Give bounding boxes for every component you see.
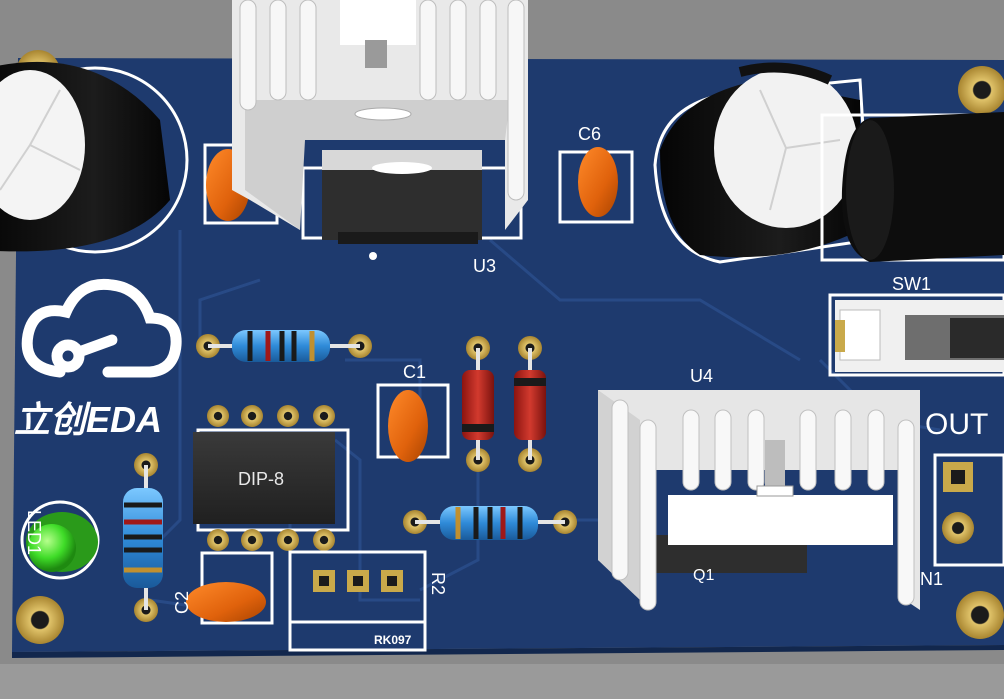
diode-1 <box>462 336 494 472</box>
label-r2: R2 <box>428 572 448 595</box>
diode-2 <box>514 336 546 472</box>
resistor-vertical <box>123 453 163 622</box>
label-q1: Q1 <box>693 567 714 584</box>
cloud-logo-icon <box>21 278 182 378</box>
pcb-edge <box>12 645 1004 658</box>
led1 <box>20 500 100 580</box>
mounting-holes <box>16 50 1004 644</box>
rk097-label: RK097 <box>374 633 412 647</box>
label-n1: N1 <box>920 569 943 589</box>
dip8-label: DIP-8 <box>238 469 284 489</box>
label-c1: C1 <box>403 362 426 382</box>
power-jack <box>820 112 1004 262</box>
dip8-ic: DIP-8 <box>193 405 350 551</box>
voltage-regulator-u3 <box>232 0 528 260</box>
slide-switch-sw1 <box>828 293 1004 377</box>
label-out: OUT <box>925 408 988 441</box>
ceramic-capacitor-c6 <box>558 147 634 224</box>
label-sw1: SW1 <box>892 274 931 294</box>
output-terminal <box>933 453 1004 567</box>
label-u3: U3 <box>473 256 496 276</box>
label-c2: C2 <box>172 591 192 614</box>
label-u4: U4 <box>690 366 713 386</box>
electrolytic-capacitor-left <box>0 61 189 254</box>
voltage-regulator-u4 <box>598 390 920 611</box>
resistor-bottom <box>403 506 577 540</box>
label-c6: C6 <box>578 124 601 144</box>
label-led1: LED1 <box>24 510 44 555</box>
background-bottom-band <box>0 664 1004 699</box>
resistor-top <box>196 330 372 362</box>
ceramic-capacitor-c1 <box>376 383 450 462</box>
potentiometer-r2: RK097 <box>288 550 427 652</box>
logo-text: 立创EDA <box>14 399 162 440</box>
lceda-logo: 立创EDA <box>14 278 182 440</box>
ceramic-capacitor-c2 <box>186 551 274 625</box>
